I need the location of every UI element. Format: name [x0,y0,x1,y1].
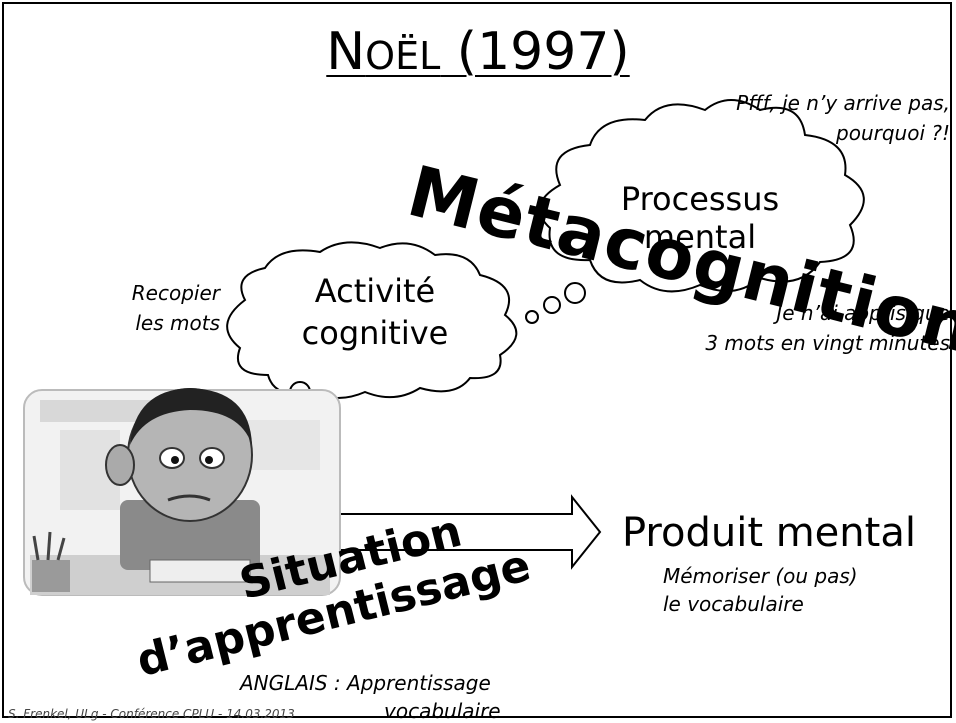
metacognition-comment-line1: Pfff, je n’y arrive pas, [736,91,950,115]
processus-line1: Processus [620,180,780,218]
context-line1: ANGLAIS : Apprentissage [240,671,491,695]
activite-comment: Recopier les mots [100,278,220,338]
processus-cloud-shape [538,99,865,293]
activite-cloud-shape [226,241,518,399]
produit-sub-line2: le vocabulaire [663,592,804,616]
activite-line2: cognitive [301,314,449,352]
produit-sub-line1: Mémoriser (ou pas) [663,564,858,588]
processus-line2: mental [643,218,757,256]
produit-mental-sub: Mémoriser (ou pas) le vocabulaire [663,562,858,618]
process-comment: Je n’ai appris que 3 mots en vingt minut… [600,298,950,358]
thought-bubble [525,310,539,324]
activite-comment-line2: les mots [135,311,220,335]
metacognition-comment-line2: pourquoi ?! [836,121,950,145]
boy-illustration [23,388,341,596]
produit-mental-label: Produit mental [622,510,916,556]
process-arrow [327,494,602,570]
thought-bubble [543,296,561,314]
thought-bubble [564,282,586,304]
activite-comment-line1: Recopier [131,281,220,305]
processus-cloud-text: Processus mental [600,180,800,256]
context-line2: vocabulaire [384,699,501,723]
activite-line1: Activité [314,272,436,310]
footer-credit: S. Frenkel, ULg - Conférence CPLU - 14.0… [8,707,295,721]
slide-title: NOËL (1997) [326,22,630,82]
metacognition-comment: Pfff, je n’y arrive pas, pourquoi ?! [620,88,950,148]
process-comment-line2: 3 mots en vingt minutes [705,331,950,355]
activite-cloud-text: Activité cognitive [260,270,490,354]
process-comment-line1: Je n’ai appris que [776,301,950,325]
